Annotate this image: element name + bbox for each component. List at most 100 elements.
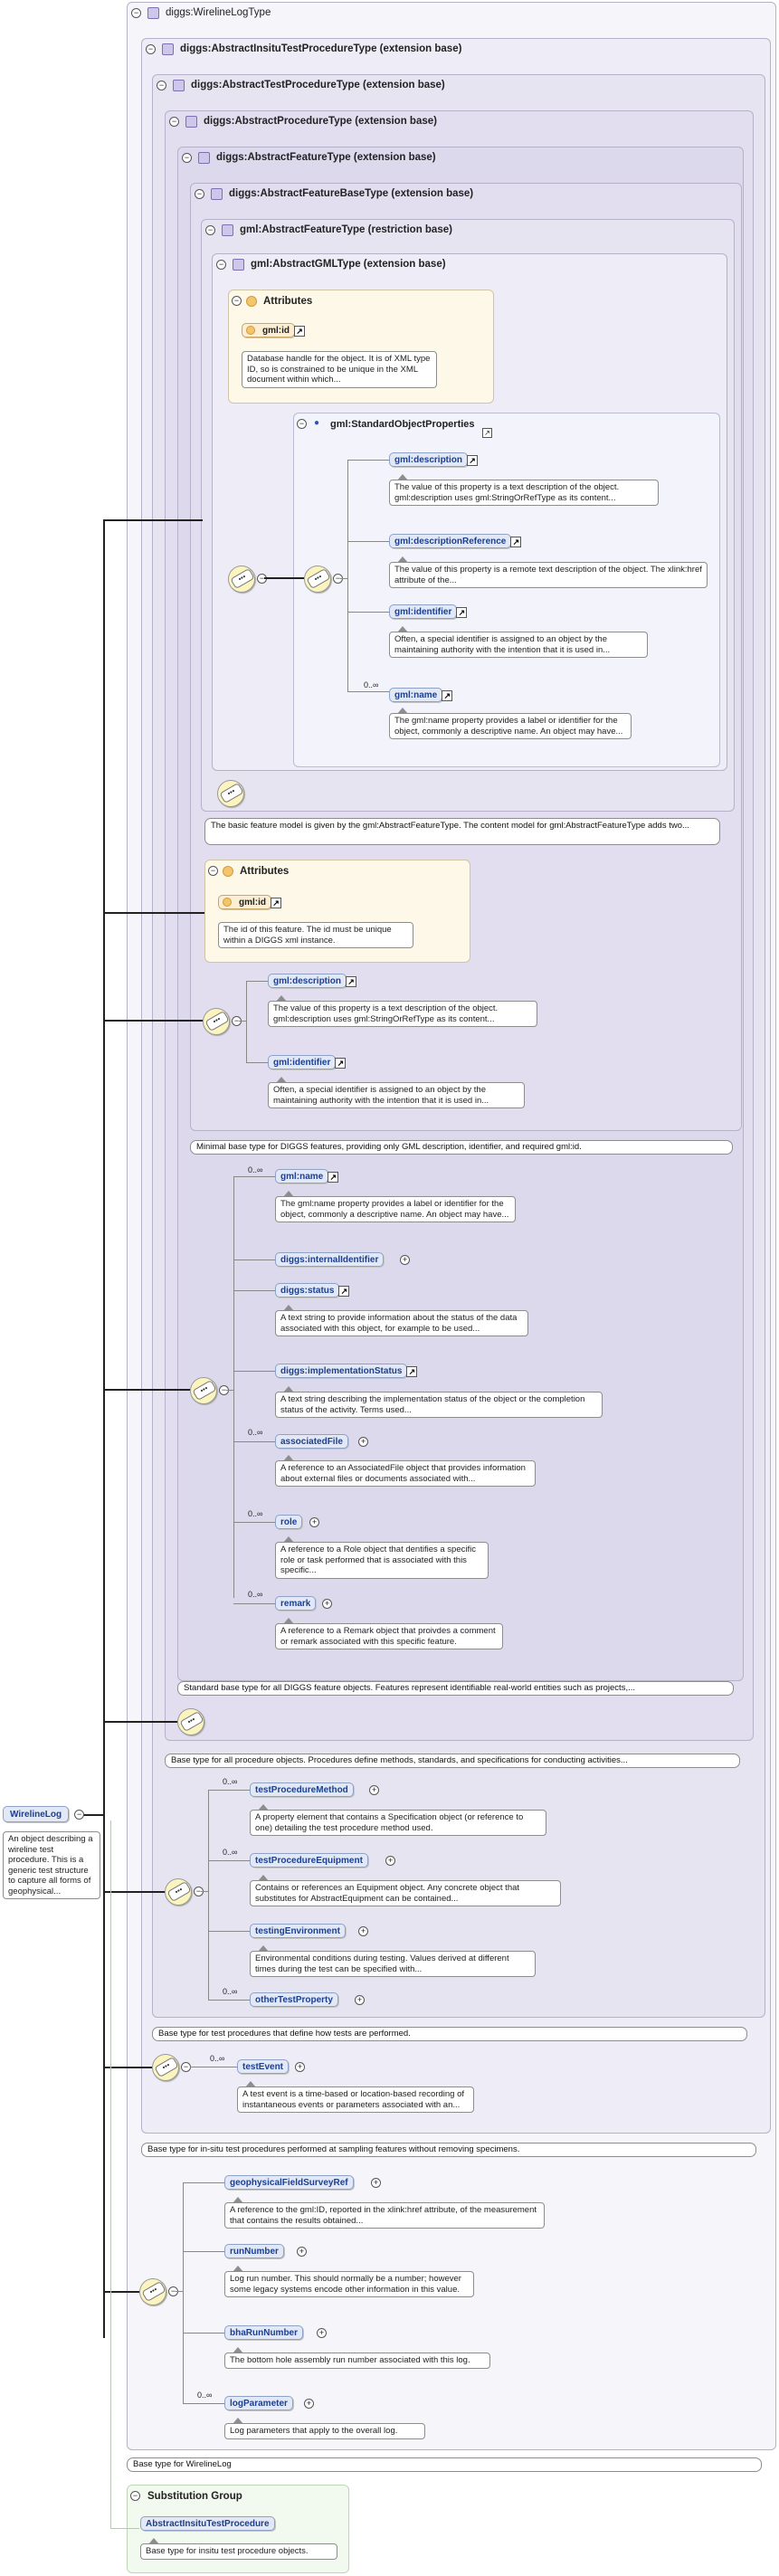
sequence-compositor-icon[interactable]	[190, 1377, 217, 1404]
connector-line	[239, 1021, 246, 1022]
sequence-compositor-icon[interactable]	[139, 2278, 166, 2305]
feature-status-doc: A text string to provide information abo…	[275, 1305, 528, 1336]
std-prop-identifier[interactable]: gml:identifier	[389, 604, 468, 619]
collapse-icon[interactable]: −	[182, 153, 192, 163]
sequence-compositor-icon[interactable]	[152, 2054, 179, 2081]
collapse-icon[interactable]: −	[205, 225, 215, 235]
sequence-compositor-icon[interactable]	[165, 1878, 192, 1906]
std-prop-description-reference-doc: The value of this property is a remote t…	[389, 556, 708, 588]
feature-internal-identifier[interactable]: diggs:internalIdentifier	[275, 1252, 385, 1267]
sequence-compositor-icon[interactable]	[217, 780, 244, 807]
group-title: diggs:AbstractInsituTestProcedureType (e…	[180, 43, 462, 54]
geophysical-field-survey-ref[interactable]: geophysicalFieldSurveyRef	[224, 2175, 354, 2190]
expand-icon[interactable]: +	[309, 1517, 319, 1527]
sequence-compositor-icon[interactable]	[177, 1708, 204, 1735]
std-prop-description-reference[interactable]: gml:descriptionReference	[389, 534, 522, 548]
feature-associated-file[interactable]: associatedFile	[275, 1434, 348, 1449]
group-doc: The basic feature model is given by the …	[204, 818, 720, 845]
connector-line	[233, 1371, 275, 1372]
sequence-compositor-icon[interactable]	[304, 566, 331, 593]
substitution-connector	[110, 1820, 111, 2528]
connector-line	[208, 1790, 209, 2000]
connector-line	[233, 1176, 275, 1177]
expand-icon[interactable]: +	[304, 2399, 314, 2409]
group-title: gml:AbstractFeatureType (restriction bas…	[240, 224, 452, 235]
expand-icon[interactable]: +	[371, 2178, 381, 2188]
collapse-icon[interactable]: −	[131, 8, 141, 18]
feature-base-identifier[interactable]: gml:identifier	[268, 1055, 347, 1069]
occurs-label: 0..∞	[248, 1165, 263, 1174]
feature-base-description[interactable]: gml:description	[268, 974, 357, 988]
standard-object-properties: − ● gml:StandardObjectProperties ↗	[293, 413, 720, 767]
root-connector-branch	[103, 1020, 203, 1022]
bha-run-number[interactable]: bhaRunNumber	[224, 2325, 303, 2340]
collapse-icon[interactable]: −	[208, 866, 218, 876]
gml-id-attribute[interactable]: gml:id	[242, 323, 305, 337]
expand-icon[interactable]: +	[358, 1437, 368, 1447]
group-ref-icon: ●	[314, 418, 320, 428]
occurs-label: 0..∞	[210, 2054, 225, 2063]
log-parameter[interactable]: logParameter	[224, 2396, 293, 2410]
expand-icon[interactable]: +	[400, 1255, 410, 1265]
root-connector-branch	[103, 1891, 165, 1893]
collapse-icon[interactable]: −	[169, 117, 179, 127]
connector-line	[208, 1860, 250, 1861]
expand-icon[interactable]: +	[317, 2328, 327, 2338]
collapse-icon[interactable]: −	[157, 81, 166, 90]
test-event[interactable]: testEvent	[237, 2059, 290, 2074]
feature-implementation-status-doc: A text string describing the implementat…	[275, 1386, 603, 1418]
expand-icon[interactable]: +	[355, 1995, 365, 2005]
feature-associated-file-doc: A reference to an AssociatedFile object …	[275, 1455, 536, 1487]
collapse-icon[interactable]: −	[216, 260, 226, 270]
collapse-icon[interactable]: −	[297, 419, 307, 429]
run-number[interactable]: runNumber	[224, 2244, 284, 2258]
connector-line	[226, 1390, 233, 1391]
connector-line	[208, 1790, 250, 1791]
feature-remark[interactable]: remark	[275, 1596, 317, 1611]
root-element-wireline-log[interactable]: WirelineLog	[3, 1806, 70, 1822]
attribute-doc: The id of this feature. The id must be u…	[218, 922, 413, 948]
feature-status[interactable]: diggs:status	[275, 1283, 350, 1298]
feature-role-doc: A reference to a Role object that dentif…	[275, 1536, 489, 1579]
connector-line	[347, 691, 389, 692]
feature-gml-name-doc: The gml:name property provides a label o…	[275, 1191, 516, 1222]
collapse-icon[interactable]: −	[146, 44, 156, 54]
expand-icon[interactable]: +	[385, 1856, 395, 1866]
root-expand-icon[interactable]: −	[74, 1810, 84, 1820]
connector-line	[347, 612, 389, 613]
connector-line	[347, 460, 348, 691]
occurs-label: 0..∞	[197, 2391, 213, 2400]
group-title: diggs:AbstractFeatureType (extension bas…	[216, 152, 436, 163]
other-test-property[interactable]: otherTestProperty	[250, 1992, 338, 2007]
collapse-icon[interactable]: −	[232, 296, 242, 306]
test-event-doc: A test event is a time-based or location…	[237, 2081, 474, 2113]
complex-type-icon	[222, 224, 233, 236]
expand-icon[interactable]: +	[369, 1785, 379, 1795]
expand-icon[interactable]: +	[358, 1926, 368, 1936]
expand-icon[interactable]: +	[297, 2247, 307, 2257]
expand-icon[interactable]: +	[322, 1599, 332, 1609]
attribute-name: gml:id	[239, 898, 266, 908]
gml-id-attribute[interactable]: gml:id	[218, 895, 281, 909]
test-procedure-equipment[interactable]: testProcedureEquipment	[250, 1853, 368, 1868]
sequence-compositor-icon[interactable]	[203, 1008, 230, 1035]
collapse-icon[interactable]: −	[130, 2491, 140, 2501]
std-prop-name[interactable]: gml:name	[389, 688, 453, 702]
group-doc: Base type for test procedures that defin…	[152, 2027, 747, 2041]
feature-base-identifier-doc: Often, a special identifier is assigned …	[268, 1077, 525, 1108]
collapse-icon[interactable]: −	[195, 189, 204, 199]
group-ref-arrow-icon[interactable]: ↗	[482, 428, 492, 438]
sequence-compositor-icon[interactable]	[228, 566, 255, 593]
test-procedure-method[interactable]: testProcedureMethod	[250, 1782, 354, 1797]
occurs-label: 0..∞	[223, 1848, 238, 1857]
testing-environment[interactable]: testingEnvironment	[250, 1924, 346, 1938]
connector-line	[233, 1522, 275, 1523]
std-prop-description[interactable]: gml:description	[389, 452, 479, 467]
attributes-label: Attributes	[263, 296, 313, 307]
feature-role[interactable]: role	[275, 1515, 303, 1529]
feature-implementation-status[interactable]: diggs:implementationStatus	[275, 1364, 418, 1378]
abstract-insitu-test-procedure[interactable]: AbstractInsituTestProcedure	[140, 2516, 275, 2531]
expand-icon[interactable]: +	[295, 2062, 305, 2072]
attribute-icon	[223, 898, 232, 907]
feature-gml-name[interactable]: gml:name	[275, 1169, 339, 1183]
